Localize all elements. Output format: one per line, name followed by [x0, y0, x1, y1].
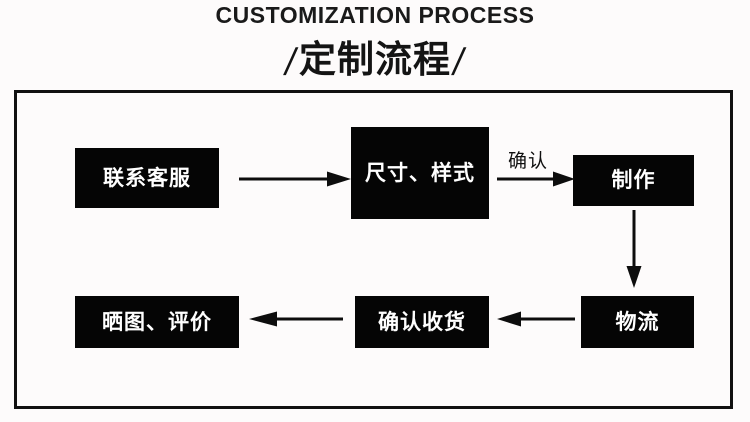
arrow-production-to-logistics [626, 210, 642, 288]
edge-label-confirm: 确认 [508, 150, 549, 172]
page-title-chinese: /定制流程/ [0, 29, 750, 83]
page-title-english: CUSTOMIZATION PROCESS [215, 2, 535, 28]
arrow-logistics-to-receipt [497, 311, 575, 327]
flow-node-contact-service[interactable]: 联系客服 [75, 148, 219, 208]
flow-node-size-style[interactable]: 尺寸、样式 [351, 127, 489, 219]
slash-right-decoration: / [450, 41, 469, 81]
flow-node-photo-review[interactable]: 晒图、评价 [75, 296, 239, 348]
arrow-receipt-to-review [249, 311, 343, 327]
flowchart-frame: 联系客服 尺寸、样式 制作 物流 确认收货 晒图、评价 [14, 90, 733, 409]
arrow-contact-to-spec [239, 171, 351, 187]
flow-node-logistics[interactable]: 物流 [581, 296, 694, 348]
arrow-spec-to-production [497, 171, 575, 187]
flow-node-confirm-receipt[interactable]: 确认收货 [355, 296, 489, 348]
page-title-chinese-text: 定制流程 [299, 38, 451, 81]
flow-node-production[interactable]: 制作 [573, 155, 694, 206]
